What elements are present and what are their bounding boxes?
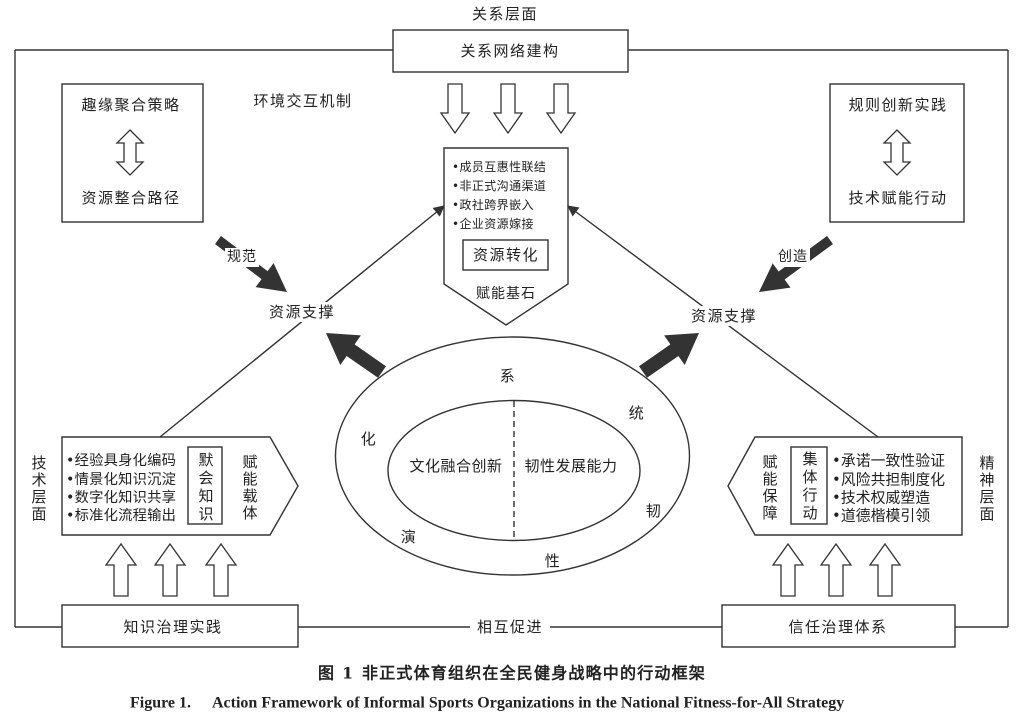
caption-en-label: Figure 1. — [130, 695, 191, 712]
right-top-box-top-label: 规则创新实践 — [848, 96, 947, 114]
knowledge-governance-label: 知识治理实践 — [123, 618, 222, 636]
collective-action-box — [790, 446, 828, 525]
hollow-up-arrow — [153, 542, 187, 597]
resource-transform-box — [462, 239, 549, 271]
inner-ellipse — [387, 399, 641, 542]
collective-action-label: 集体行动 — [800, 451, 819, 523]
hollow-down-arrow — [439, 83, 471, 135]
left-bullet-item: •数字化知识共享 — [66, 489, 176, 506]
relation-level-label: 关系层面 — [472, 5, 538, 23]
create-label: 创造 — [778, 249, 808, 265]
create-label-bg — [776, 248, 810, 267]
left-top-box-top-label: 趣缘聚合策略 — [81, 96, 180, 114]
left-support-label-bg — [266, 302, 338, 322]
trust-governance-box — [721, 604, 956, 648]
tacit-knowledge-label: 默会知识 — [196, 452, 215, 524]
right-support-label: 资源支撑 — [691, 307, 757, 325]
environment-mechanism-label: 环境交互机制 — [253, 92, 352, 110]
knowledge-governance-box — [61, 604, 299, 648]
left-carrier-block — [61, 436, 299, 536]
trust-governance-label: 信任治理体系 — [788, 618, 887, 636]
caption-zh-label: 图 1 — [318, 664, 354, 683]
mutual-promotion-label: 相互促进 — [477, 618, 543, 636]
ellipse-left-text: 文化融合创新 — [409, 457, 502, 475]
left-top-box-bottom-label: 资源整合路径 — [81, 189, 180, 207]
norm-label: 规范 — [227, 248, 257, 265]
resource-transform-label: 资源转化 — [473, 246, 539, 264]
hollow-up-arrow — [204, 542, 238, 597]
hollow-up-arrow — [104, 542, 138, 597]
center-bullet-item: •成员互惠性联结 — [452, 160, 546, 174]
ring-char: 性 — [545, 552, 562, 570]
hollow-up-arrow — [868, 542, 902, 597]
center-foundation-box — [443, 147, 569, 326]
relation-network-box — [392, 29, 629, 73]
right-bullet-item: •风险共担制度化 — [832, 472, 945, 489]
double-arrow-icon — [882, 129, 912, 176]
right-top-box-bottom-label: 技术赋能行动 — [848, 189, 947, 207]
hollow-up-arrow — [819, 542, 853, 597]
right-guarantee-block — [727, 436, 963, 536]
spirit-level-label: 精神层面 — [977, 455, 996, 523]
hollow-down-arrow — [492, 83, 524, 135]
caption-en-title: Action Framework of Informal Sports Orga… — [212, 695, 844, 712]
center-bullet-item: •非正式沟通渠道 — [452, 179, 546, 193]
left-bullet-item: •经验具身化编码 — [66, 452, 176, 469]
guarantee-label: 赋能保障 — [760, 454, 779, 522]
right-support-label-bg — [688, 306, 760, 326]
left-bullet-item: •情景化知识沉淀 — [66, 471, 176, 488]
ellipse-right-text: 韧性发展能力 — [524, 457, 617, 475]
caption-zh-title: 非正式体育组织在全民健身战略中的行动框架 — [362, 664, 706, 683]
hollow-up-arrow — [771, 542, 805, 597]
left-big-dark-arrow — [326, 333, 386, 378]
outer-frame — [14, 49, 1009, 628]
ring-char: 统 — [629, 404, 646, 422]
ring-char: 韧 — [646, 502, 663, 520]
technology-level-label: 技术层面 — [29, 455, 48, 523]
ring-char: 演 — [401, 528, 418, 546]
ring-char: 化 — [361, 430, 378, 448]
norm-label-bg — [225, 248, 259, 267]
ring-char: 系 — [500, 367, 517, 385]
relation-network-label: 关系网络建构 — [460, 42, 559, 60]
tacit-knowledge-box — [187, 446, 223, 525]
double-arrow-icon — [115, 129, 145, 176]
foundation-label: 赋能基石 — [476, 285, 536, 302]
right-bullet-item: •承诺一致性验证 — [832, 453, 945, 470]
left-bullet-item: •标准化流程输出 — [66, 507, 176, 524]
hollow-down-arrow — [545, 83, 577, 135]
carrier-label: 赋能载体 — [240, 454, 259, 522]
center-bullet-item: •企业资源嫁接 — [452, 216, 534, 231]
right-bullet-item: •道德楷模引领 — [832, 507, 930, 525]
right-big-dark-arrow — [639, 333, 699, 378]
right-bullet-item: •技术权威塑造 — [832, 490, 930, 507]
left-support-label: 资源支撑 — [269, 303, 335, 321]
center-bullet-item: •政社跨界嵌入 — [452, 197, 534, 212]
